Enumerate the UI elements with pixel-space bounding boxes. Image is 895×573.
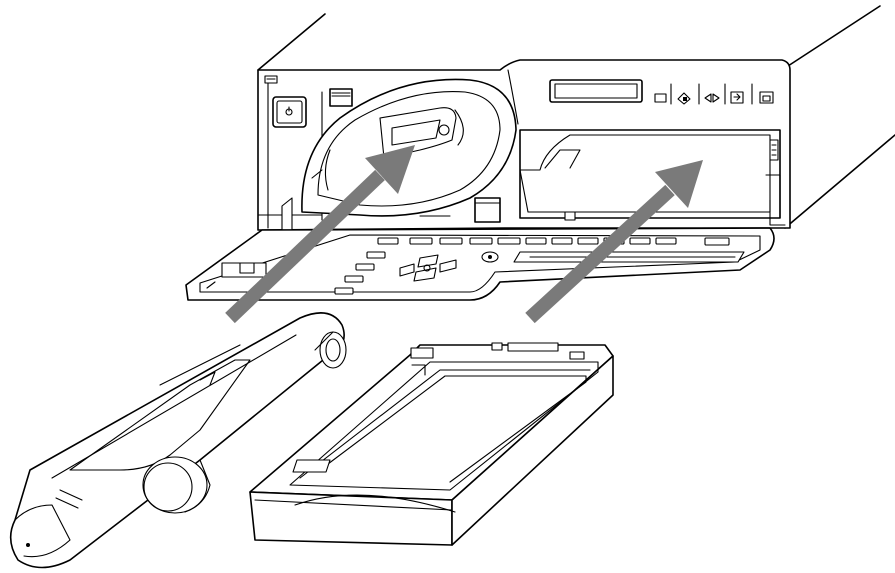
printer-top-right-edge xyxy=(787,5,881,67)
ribbon-supply-spool xyxy=(142,456,208,514)
key[interactable] xyxy=(525,237,547,245)
select-button[interactable] xyxy=(481,251,499,263)
tray-tab-left xyxy=(410,347,434,359)
key[interactable] xyxy=(409,237,433,245)
menu-button[interactable] xyxy=(759,91,774,104)
feed-button[interactable] xyxy=(677,92,691,105)
copy-button[interactable] xyxy=(730,91,744,104)
key[interactable] xyxy=(355,263,375,271)
key[interactable] xyxy=(577,237,599,245)
cut-icon xyxy=(704,93,720,103)
key[interactable] xyxy=(366,251,386,259)
bezel-curve xyxy=(507,69,519,125)
printer-bottom-right-edge xyxy=(784,134,895,229)
cut-button[interactable] xyxy=(704,93,720,103)
power-button[interactable] xyxy=(272,96,307,128)
direction-pad[interactable] xyxy=(399,254,457,282)
tray-insert-arrow xyxy=(525,160,703,324)
key[interactable] xyxy=(439,237,463,245)
printer-top-left-edge xyxy=(257,13,326,71)
key[interactable] xyxy=(629,237,651,245)
key[interactable] xyxy=(377,237,399,245)
tray-grip xyxy=(294,494,456,513)
key[interactable] xyxy=(704,237,730,246)
eject-latch[interactable] xyxy=(329,88,353,107)
front-panel-buttons xyxy=(654,83,774,105)
lcd-screen xyxy=(554,83,638,99)
key[interactable] xyxy=(334,287,354,295)
insertion-arrows xyxy=(225,145,703,324)
ribbon-spool-end xyxy=(319,331,347,369)
hinge-tab xyxy=(474,197,501,223)
key[interactable] xyxy=(469,237,493,245)
feed-icon xyxy=(677,92,691,105)
printer-body xyxy=(257,5,895,237)
paper-tray-slot xyxy=(519,129,786,226)
ink-ribbon-cartridge[interactable] xyxy=(9,312,347,569)
status-lamp-icon xyxy=(654,93,667,103)
key[interactable] xyxy=(655,237,677,245)
paper-tray[interactable] xyxy=(249,342,614,546)
tray-latch xyxy=(292,459,331,473)
key[interactable] xyxy=(344,275,364,283)
ribbon-insert-arrow xyxy=(225,145,415,324)
control-keypad xyxy=(334,237,745,295)
key[interactable] xyxy=(551,237,573,245)
front-door-panel xyxy=(185,227,775,301)
key[interactable] xyxy=(497,237,521,245)
